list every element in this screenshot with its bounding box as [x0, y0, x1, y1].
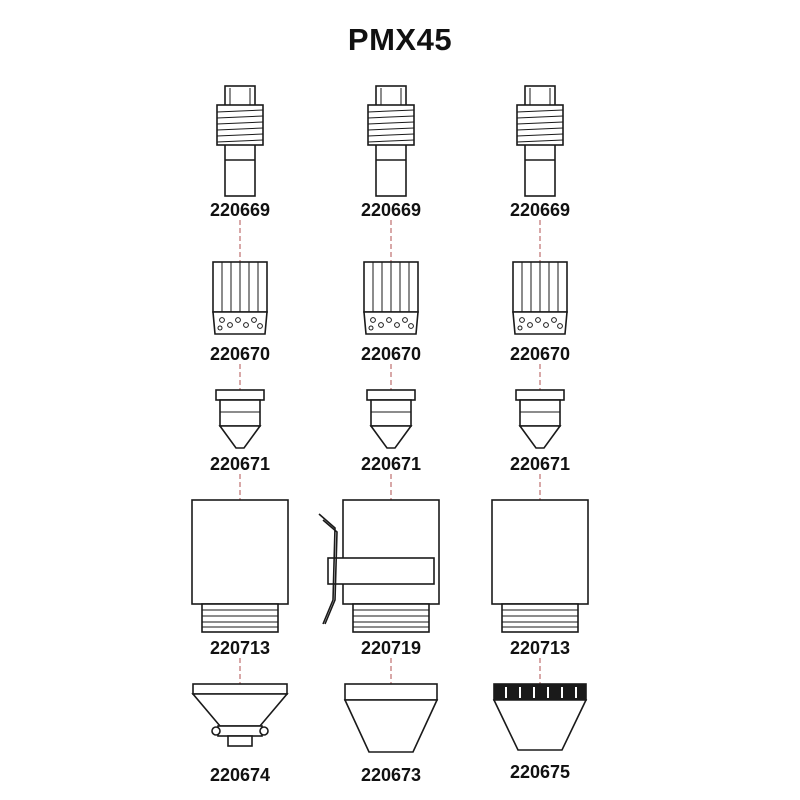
shield-part-number: 220674 [210, 765, 270, 785]
swirl-ring-part-number: 220670 [510, 344, 570, 364]
retaining-cap-part [191, 499, 289, 633]
electrode-part [516, 85, 564, 197]
swirl-ring-part [512, 261, 568, 335]
nozzle-part [366, 389, 416, 449]
page-title: PMX45 [347, 22, 453, 57]
electrode-part-number: 220669 [210, 200, 270, 220]
column-1: 220669 220670 220671 220713 220674 [191, 85, 289, 785]
shield-part [493, 683, 587, 751]
swirl-ring-part-number: 220670 [361, 344, 421, 364]
column-2: 220669 220670 220671 220719 220673 [318, 85, 440, 785]
retaining-cap-part-number: 220719 [361, 638, 421, 658]
shield-part-number: 220673 [361, 765, 421, 785]
nozzle-part-number: 220671 [210, 454, 270, 474]
swirl-ring-part [212, 261, 268, 335]
shield-part [344, 683, 438, 753]
electrode-part [216, 85, 264, 197]
shield-part-number: 220675 [510, 762, 570, 782]
retaining-cap-part [491, 499, 589, 633]
nozzle-part-number: 220671 [361, 454, 421, 474]
nozzle-part [215, 389, 265, 449]
retaining-cap-part-number: 220713 [510, 638, 570, 658]
retaining-cap-part [318, 499, 440, 633]
nozzle-part-number: 220671 [510, 454, 570, 474]
electrode-part-number: 220669 [361, 200, 421, 220]
electrode-part [367, 85, 415, 197]
shield-part [192, 683, 288, 747]
electrode-part-number: 220669 [510, 200, 570, 220]
swirl-ring-part-number: 220670 [210, 344, 270, 364]
swirl-ring-part [363, 261, 419, 335]
retaining-cap-part-number: 220713 [210, 638, 270, 658]
column-3: 220669 220670 220671 220713 220675 [491, 85, 589, 782]
nozzle-part [515, 389, 565, 449]
